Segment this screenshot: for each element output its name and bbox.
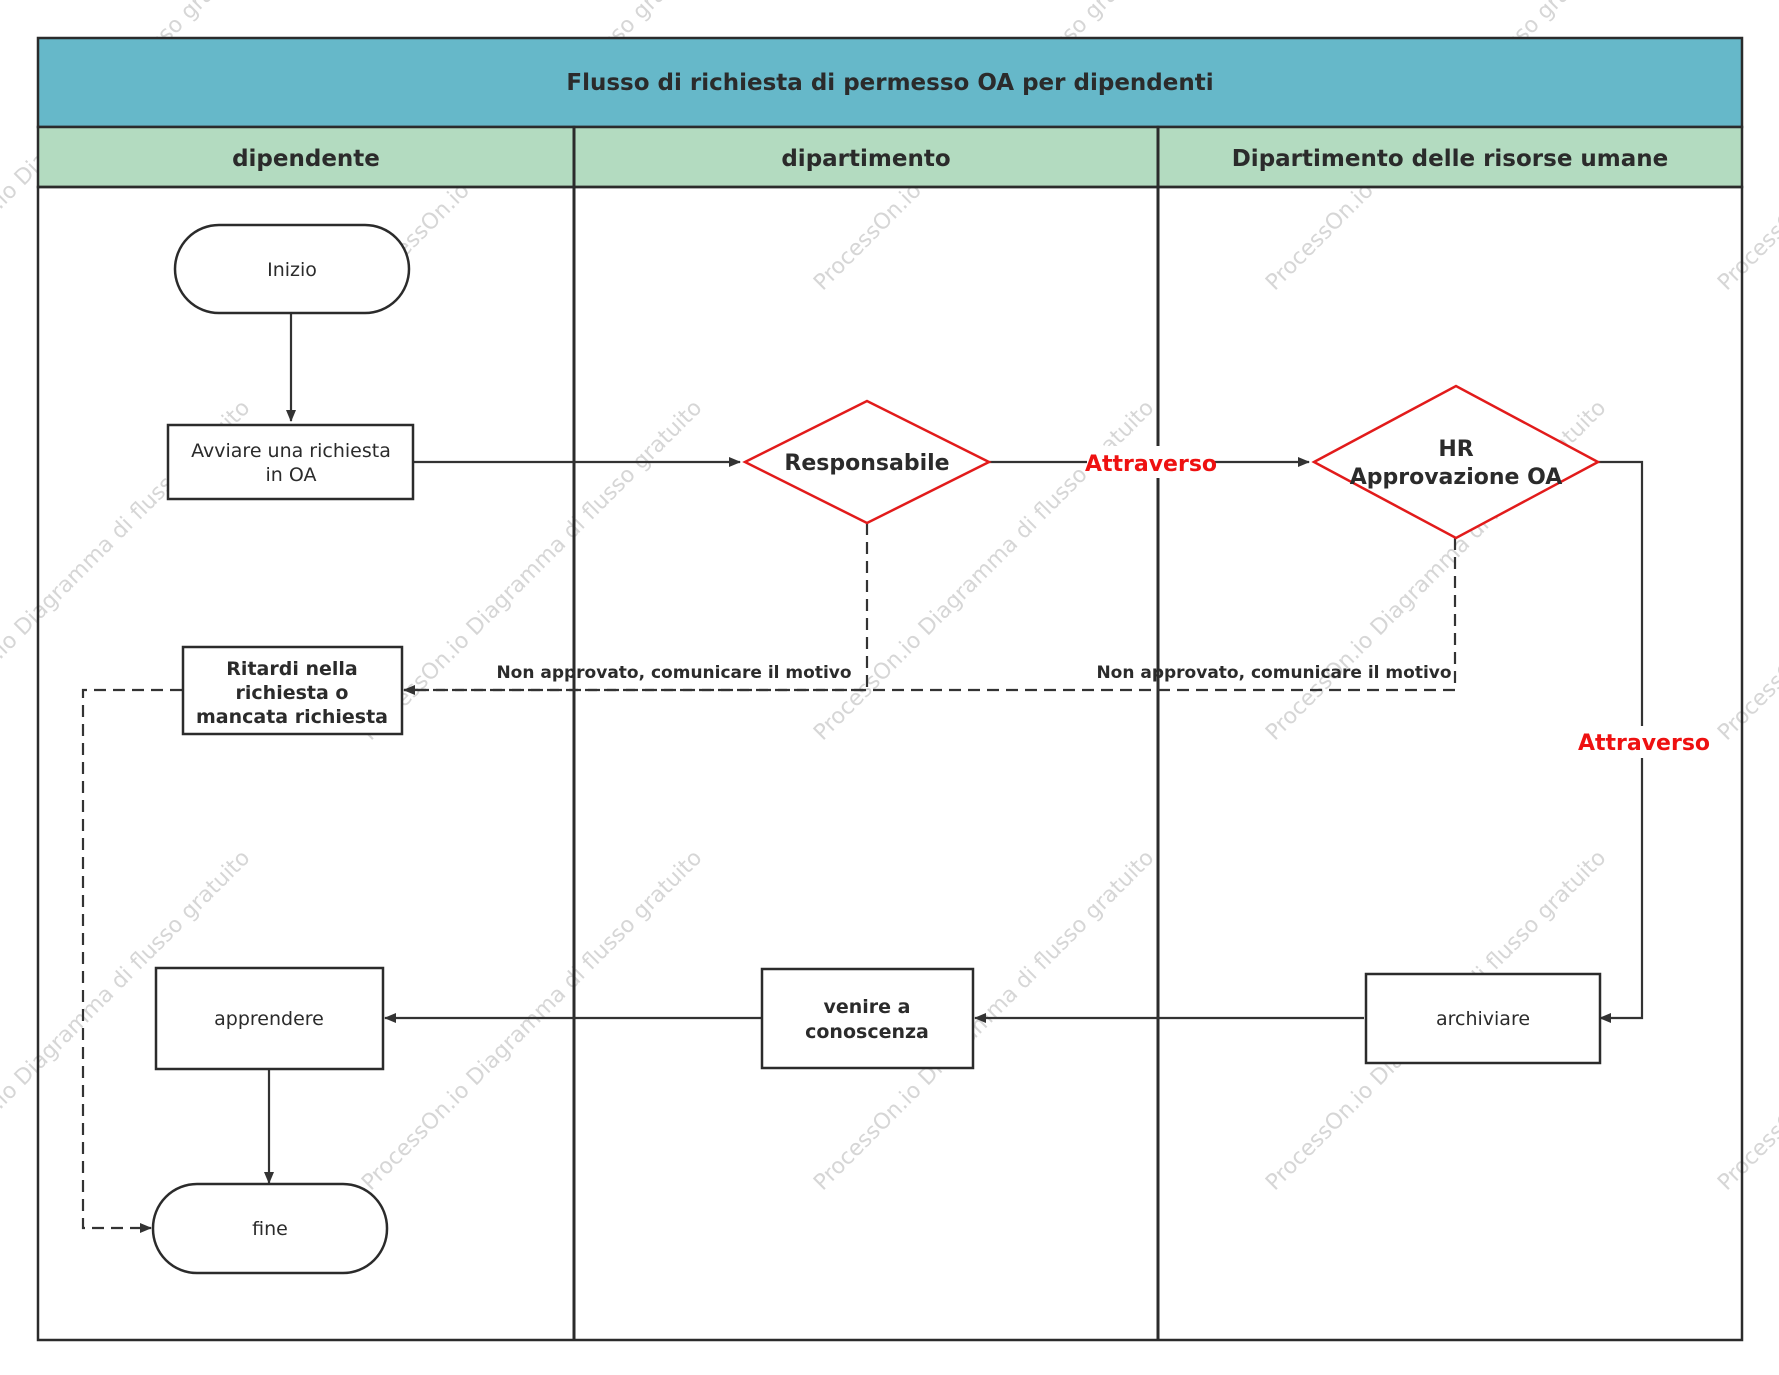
edge-label-reject-manager: Non approvato, comunicare il motivo [496,663,851,683]
lane-header-employee [36,125,576,189]
node-request-line-1: Avviare una richiesta [191,440,391,462]
node-aware [760,967,975,1070]
label-bg-pass-1 [1087,446,1213,478]
watermark-text: ProcessOn.io Diagramma di flusso gratuit… [1713,396,1779,746]
lane-title-hr: Dipartimento delle risorse umane [1232,146,1669,172]
watermark-text: ProcessOn.io Diagramma di flusso gratuit… [357,846,707,1196]
node-delay-line-2: richiesta o [236,682,349,704]
node-delay [181,645,404,736]
node-aware-line-1: venire a [823,996,910,1018]
node-manager-label: Responsabile [784,451,949,476]
node-start-label: Inizio [267,259,317,281]
swimlane-frame [36,185,1744,1342]
node-end [151,1182,389,1275]
node-aware-line-2: conoscenza [805,1021,929,1043]
node-hr-label-line-2: Approvazione OA [1350,465,1563,490]
edge-delay-to-end [81,688,182,1233]
node-archive-label: archiviare [1436,1008,1530,1030]
edge-label-pass-1: Attraverso [1085,452,1217,477]
node-learn-label: apprendere [214,1008,324,1030]
node-manager-decision [742,399,992,525]
node-delay-line-1: Ritardi nella [226,658,357,680]
edge-label-pass-2: Attraverso [1578,731,1710,756]
node-delay-line-3: mancata richiesta [196,706,388,728]
node-learn [154,966,385,1071]
node-start [173,223,411,315]
edge-label-reject-hr: Non approvato, comunicare il motivo [1096,663,1451,683]
lane-title-department: dipartimento [781,146,950,172]
edge-hr-reject [404,538,1457,692]
lane-title-employee: dipendente [232,146,380,172]
watermark-text: ProcessOn.io Diagramma di flusso gratuit… [1713,846,1779,1196]
node-end-label: fine [252,1218,288,1240]
node-request [166,423,415,501]
node-hr-decision [1311,384,1601,540]
node-archive [1364,972,1602,1065]
node-hr-label-line-1: HR [1438,437,1473,462]
title-bar [36,36,1744,129]
diagram-title: Flusso di richiesta di permesso OA per d… [566,70,1213,96]
label-bg-pass-2 [1582,726,1706,758]
lane-header-hr [1156,125,1744,189]
lane-header-department [572,125,1160,189]
node-request-line-2: in OA [266,464,317,486]
